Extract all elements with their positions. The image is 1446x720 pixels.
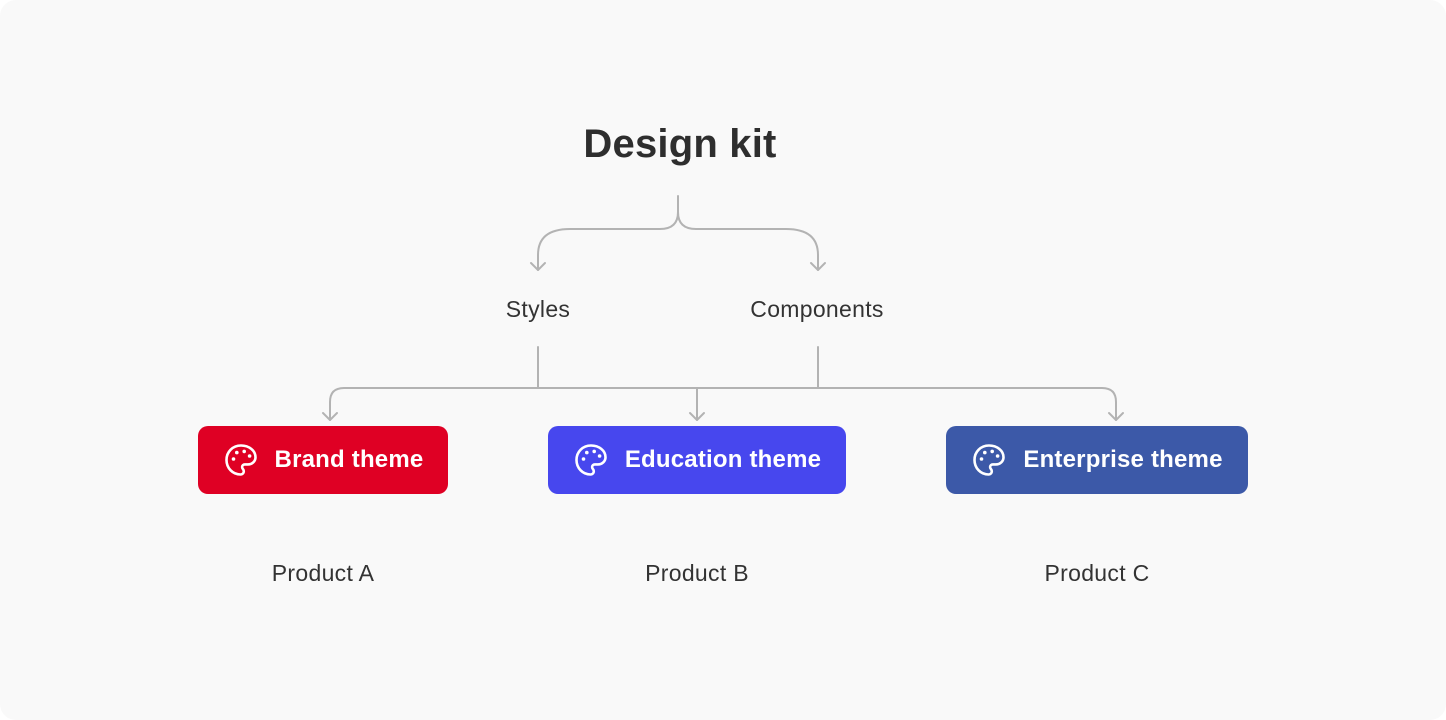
distribution-bus: [329, 387, 1117, 421]
components-node: Components: [750, 296, 884, 322]
product-a-label: Product A: [271, 560, 375, 586]
palette-icon: [223, 442, 259, 478]
product-c-label: Product C: [1044, 560, 1150, 586]
enterprise-theme-button[interactable]: Enterprise theme: [946, 426, 1248, 494]
styles-node: Styles: [505, 296, 571, 322]
education-theme-button[interactable]: Education theme: [548, 426, 846, 494]
brand-theme-button[interactable]: Brand theme: [198, 426, 448, 494]
arrow-to-education: [689, 412, 705, 421]
arrow-to-components: [810, 262, 826, 271]
arrow-to-brand: [322, 412, 338, 421]
diagram-title: Design kit: [583, 122, 777, 166]
product-b-label: Product B: [645, 560, 749, 586]
arrow-to-enterprise: [1108, 412, 1124, 421]
education-theme-label: Education theme: [624, 446, 822, 473]
brace-connector: [537, 195, 819, 271]
arrow-to-styles: [530, 262, 546, 271]
brand-theme-label: Brand theme: [274, 446, 424, 473]
palette-icon: [971, 442, 1007, 478]
palette-icon: [573, 442, 609, 478]
enterprise-theme-label: Enterprise theme: [1023, 446, 1223, 473]
